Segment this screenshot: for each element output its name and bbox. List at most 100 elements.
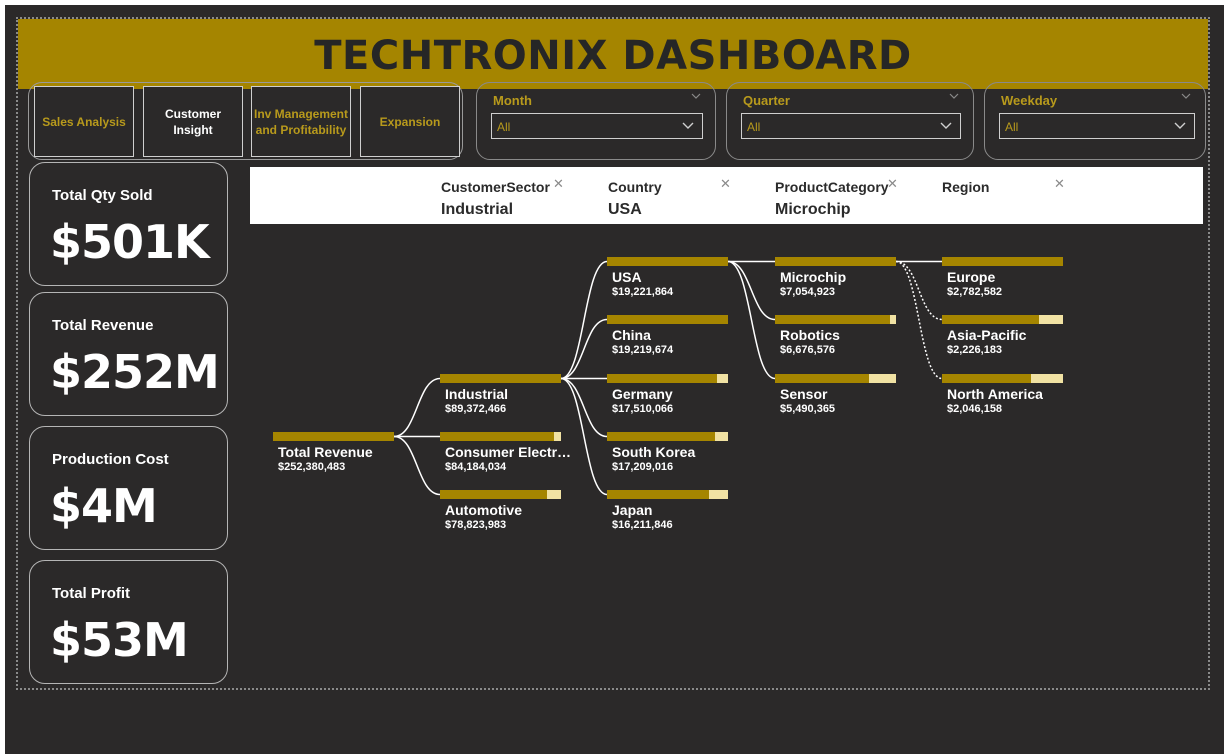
node-bar-value — [607, 432, 715, 441]
tree-node-consumer-electr[interactable]: Consumer Electr…$84,184,034 — [440, 432, 571, 473]
node-bar-value — [440, 374, 561, 383]
node-bar-value — [942, 374, 1031, 383]
report-page-border — [16, 17, 1210, 690]
chevron-down-icon — [1174, 122, 1186, 129]
kpi-label: Total Profit — [52, 585, 131, 602]
node-value: $19,219,674 — [612, 344, 674, 356]
month-slicer: Month All — [476, 82, 716, 160]
node-value: $6,676,576 — [780, 344, 835, 356]
node-value: $5,490,365 — [780, 403, 835, 415]
node-name: Industrial — [445, 386, 508, 402]
nav-button-group — [28, 82, 463, 160]
tree-node-china[interactable]: China$19,219,674 — [607, 315, 728, 356]
close-icon[interactable]: ✕ — [720, 177, 731, 192]
node-value: $17,209,016 — [612, 461, 673, 473]
level-field-name: Country — [608, 179, 662, 195]
tree-node-automotive[interactable]: Automotive$78,823,983 — [440, 490, 561, 531]
nav-label: Expansion — [379, 114, 441, 129]
decomposition-tree-header: CustomerSector ✕ Industrial Country ✕ US… — [250, 167, 1203, 224]
node-bar-value — [273, 432, 394, 441]
node-value: $7,054,923 — [780, 286, 835, 298]
level-selected-value: Industrial — [441, 201, 514, 218]
node-name: North America — [947, 386, 1043, 402]
tree-node-south-korea[interactable]: South Korea$17,209,016 — [607, 432, 728, 473]
slicer-label: Month — [493, 93, 532, 108]
level-header-region[interactable]: Region ✕ — [942, 177, 1065, 196]
node-bar-value — [607, 257, 728, 266]
tree-node-robotics[interactable]: Robotics$6,676,576 — [775, 315, 896, 356]
node-value: $2,226,183 — [947, 344, 1002, 356]
tree-node-total-revenue[interactable]: Total Revenue$252,380,483 — [273, 432, 394, 473]
level-field-name: CustomerSector — [441, 179, 550, 195]
node-name: Microchip — [780, 269, 846, 285]
chevron-down-icon — [940, 122, 952, 129]
node-bar-value — [942, 315, 1039, 324]
tree-node-microchip[interactable]: Microchip$7,054,923 — [775, 257, 896, 298]
nav-inv-management-button[interactable]: Inv Management and Profitability — [251, 86, 351, 157]
slicer-label: Quarter — [743, 93, 790, 108]
chevron-down-icon — [682, 122, 694, 129]
weekday-dropdown[interactable]: All — [999, 113, 1195, 139]
node-value: $89,372,466 — [445, 403, 506, 415]
level-header-product-category[interactable]: ProductCategory ✕ Microchip — [775, 177, 898, 218]
node-bar-value — [607, 374, 717, 383]
tree-node-sensor[interactable]: Sensor$5,490,365 — [775, 374, 896, 415]
node-bar-value — [440, 490, 547, 499]
chevron-down-icon[interactable] — [691, 91, 701, 101]
kpi-value: $53M — [50, 613, 189, 667]
tree-node-industrial[interactable]: Industrial$89,372,466 — [440, 374, 561, 415]
node-name: China — [612, 327, 651, 343]
tree-node-north-america[interactable]: North America$2,046,158 — [942, 374, 1063, 415]
nav-label: Sales Analysis — [42, 114, 126, 129]
kpi-label: Production Cost — [52, 451, 169, 468]
month-dropdown[interactable]: All — [491, 113, 703, 139]
node-name: Asia-Pacific — [947, 327, 1027, 343]
title-banner: TECHTRONIX DASHBOARD — [18, 19, 1208, 89]
node-name: Automotive — [445, 502, 522, 518]
node-value: $17,510,066 — [612, 403, 673, 415]
close-icon[interactable]: ✕ — [887, 177, 898, 192]
quarter-slicer: Quarter All — [726, 82, 974, 160]
tree-node-europe[interactable]: Europe$2,782,582 — [942, 257, 1063, 298]
chevron-down-icon[interactable] — [1181, 91, 1191, 101]
dropdown-value: All — [497, 120, 511, 134]
tree-node-japan[interactable]: Japan$16,211,846 — [607, 490, 728, 531]
node-bar-value — [440, 432, 554, 441]
close-icon[interactable]: ✕ — [1054, 177, 1065, 192]
nav-customer-insight-button[interactable]: Customer Insight — [143, 86, 243, 157]
level-selected-value: Microchip — [775, 201, 851, 218]
level-header-customer-sector[interactable]: CustomerSector ✕ Industrial — [441, 177, 564, 218]
kpi-card-total-profit: Total Profit $53M — [29, 560, 228, 684]
node-bar-value — [775, 257, 896, 266]
level-field-name: ProductCategory — [775, 179, 889, 195]
node-name: Robotics — [780, 327, 840, 343]
node-value: $2,046,158 — [947, 403, 1002, 415]
node-value: $16,211,846 — [612, 519, 673, 531]
kpi-card-total-qty-sold: Total Qty Sold $501K — [29, 162, 228, 286]
tree-node-usa[interactable]: USA$19,221,864 — [607, 257, 728, 298]
node-bar-value — [607, 490, 709, 499]
dropdown-value: All — [747, 120, 761, 134]
level-header-country[interactable]: Country ✕ USA — [608, 177, 731, 218]
kpi-value: $4M — [50, 479, 158, 533]
kpi-label: Total Qty Sold — [52, 187, 153, 204]
nav-sales-analysis-button[interactable]: Sales Analysis — [34, 86, 134, 157]
node-name: Sensor — [780, 386, 828, 402]
chevron-down-icon[interactable] — [949, 91, 959, 101]
node-name: USA — [612, 269, 642, 285]
kpi-label: Total Revenue — [52, 317, 154, 334]
tree-nodes: Total Revenue$252,380,483 Industrial$89,3… — [273, 257, 1063, 531]
node-bar-value — [775, 315, 890, 324]
tree-node-germany[interactable]: Germany$17,510,066 — [607, 374, 728, 415]
node-name: Total Revenue — [278, 444, 373, 460]
node-value: $252,380,483 — [278, 461, 345, 473]
node-value: $84,184,034 — [445, 461, 507, 473]
nav-label: Inv Management and Profitability — [253, 106, 349, 137]
nav-expansion-button[interactable]: Expansion — [360, 86, 460, 157]
level-selected-value: USA — [608, 201, 642, 218]
kpi-card-total-revenue: Total Revenue $252M — [29, 292, 228, 416]
nav-label: Customer Insight — [164, 106, 221, 137]
quarter-dropdown[interactable]: All — [741, 113, 961, 139]
close-icon[interactable]: ✕ — [553, 177, 564, 192]
tree-node-asia-pacific[interactable]: Asia-Pacific$2,226,183 — [942, 315, 1063, 356]
